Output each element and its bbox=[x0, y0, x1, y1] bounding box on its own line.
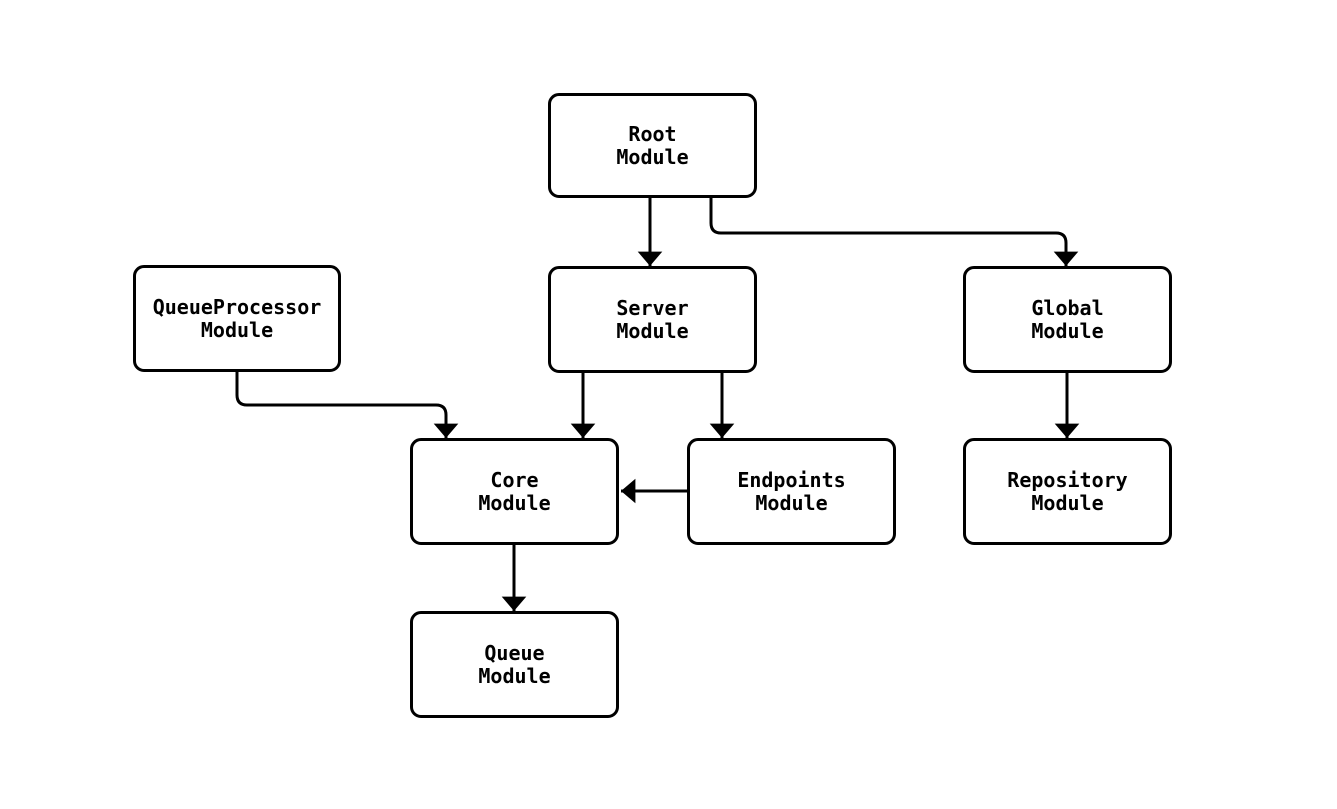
node-server-module: Server Module bbox=[548, 266, 757, 373]
node-repository-module: Repository Module bbox=[963, 438, 1172, 545]
node-queue-module: Queue Module bbox=[410, 611, 619, 718]
node-endpoints-module: Endpoints Module bbox=[687, 438, 896, 545]
edge-group bbox=[235, 198, 1080, 611]
node-root-module: Root Module bbox=[548, 93, 757, 198]
edge-root-global bbox=[709, 198, 1079, 266]
node-global-module: Global Module bbox=[963, 266, 1172, 373]
edge-queueprocessor-core bbox=[235, 372, 459, 438]
node-core-module: Core Module bbox=[410, 438, 619, 545]
node-queueprocessor-module: QueueProcessor Module bbox=[133, 265, 341, 372]
